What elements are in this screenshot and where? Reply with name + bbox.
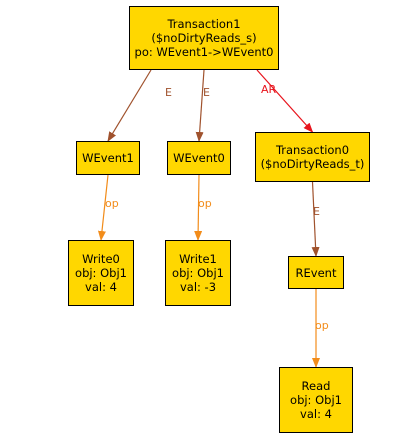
node-read-line-0: Read (301, 379, 331, 393)
node-write0-line-2: val: 4 (85, 280, 117, 294)
edge-label-revent-read: op (315, 319, 329, 332)
edge-wevent1-write0 (97, 174, 109, 241)
node-transaction0-line-1: ($noDirtyReads_t) (260, 157, 365, 171)
edge-wevent0-write1 (194, 174, 203, 241)
node-transaction1-line-2: po: WEvent1->WEvent0 (134, 45, 274, 59)
node-read: Read obj: Obj1 val: 4 (279, 367, 353, 433)
node-revent-line-0: REvent (295, 265, 337, 280)
node-write0-line-0: Write0 (82, 252, 120, 266)
node-write0: Write0 obj: Obj1 val: 4 (68, 240, 134, 306)
edge-transaction1-transaction0 (256, 69, 314, 133)
node-wevent1-line-0: WEvent1 (82, 151, 134, 165)
edge-label-transaction0-revent: E (313, 205, 320, 218)
node-transaction0-line-0: Transaction0 (275, 143, 350, 157)
node-transaction1-line-0: Transaction1 (167, 17, 241, 31)
node-write1-line-0: Write1 (179, 252, 217, 266)
edge-transaction1-wevent0 (195, 69, 205, 142)
edge-label-wevent0-write1: op (198, 197, 212, 210)
node-transaction1-line-1: ($noDirtyReads_s) (151, 31, 257, 45)
edge-label-transaction1-wevent1: E (165, 86, 172, 99)
node-wevent0-line-0: WEvent0 (173, 151, 225, 165)
edge-label-wevent1-write0: op (105, 197, 119, 210)
node-revent: REvent (288, 256, 344, 289)
node-write1: Write1 obj: Obj1 val: -3 (165, 240, 231, 306)
node-read-line-1: obj: Obj1 (290, 393, 342, 407)
node-read-line-2: val: 4 (300, 407, 332, 421)
node-transaction0: Transaction0 ($noDirtyReads_t) (255, 132, 370, 182)
edge-label-transaction1-wevent0: E (203, 86, 210, 99)
edge-label-transaction1-transaction0: AR (261, 83, 277, 96)
edge-transaction0-revent (311, 181, 320, 257)
node-write1-line-2: val: -3 (179, 280, 217, 294)
node-write1-line-1: obj: Obj1 (172, 266, 224, 280)
node-transaction1: Transaction1 ($noDirtyReads_s) po: WEven… (129, 6, 279, 70)
node-write0-line-1: obj: Obj1 (75, 266, 127, 280)
edge-transaction1-wevent1 (107, 69, 152, 142)
node-wevent0: WEvent0 (167, 141, 231, 175)
node-wevent1: WEvent1 (76, 141, 140, 175)
